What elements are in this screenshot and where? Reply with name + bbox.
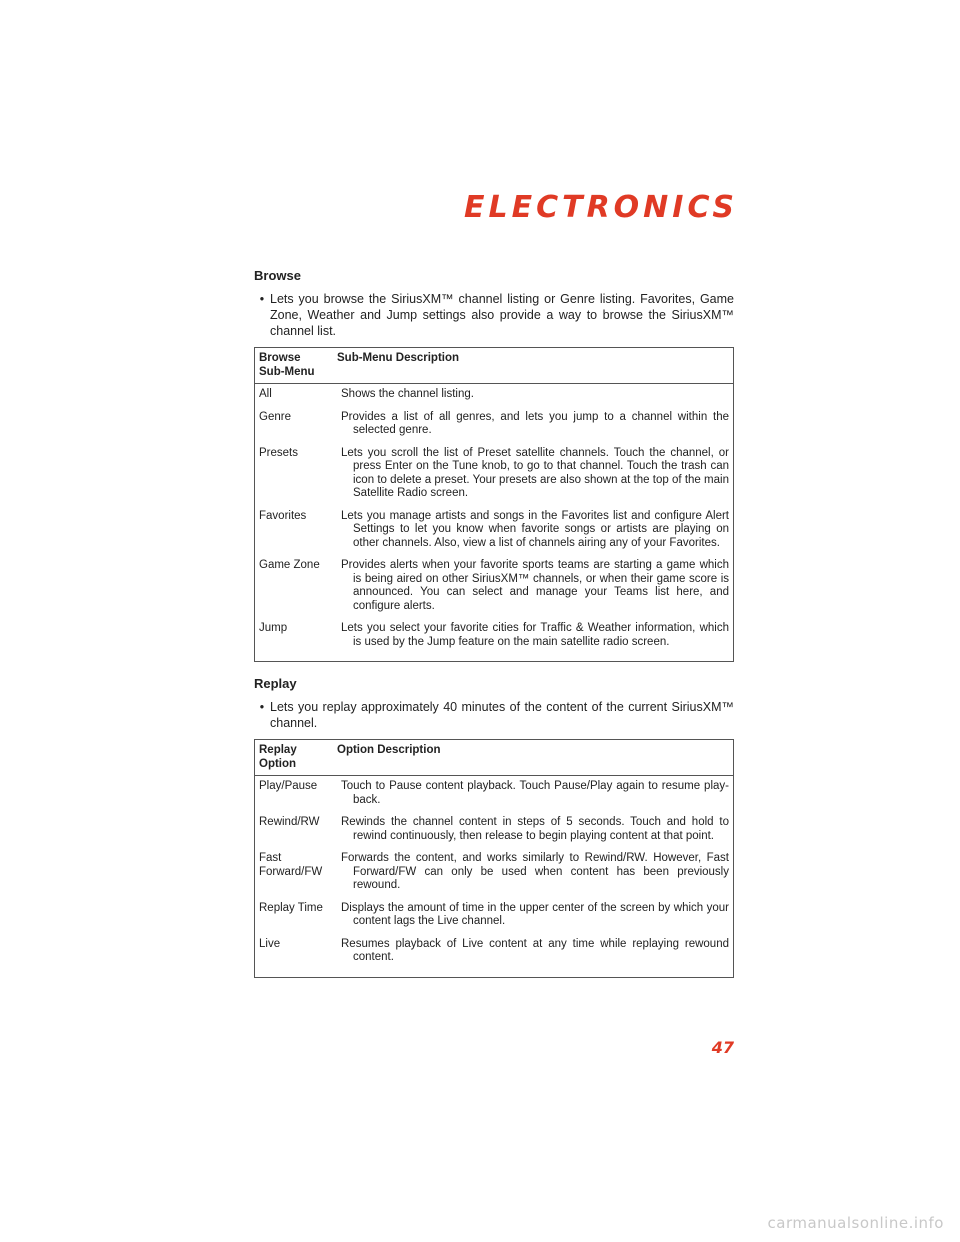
browse-table: Browse Sub-Menu Sub-Menu Description All… (254, 347, 734, 662)
row-description: Provides a list of all genres, and lets … (333, 407, 734, 443)
row-description: Resumes playback of Live content at any … (333, 934, 734, 978)
page-content: Browse • Lets you browse the SiriusXM™ ch… (254, 268, 734, 978)
browse-heading: Browse (254, 268, 301, 283)
row-description: Forwards the content, and works similarl… (333, 848, 734, 898)
row-description-text: Lets you manage artists and songs in the… (341, 509, 729, 549)
row-name: Live (259, 937, 281, 950)
table-row: All Shows the channel listing. (255, 384, 734, 407)
row-description-text: Forwards the content, and works similarl… (341, 852, 729, 891)
replay-bullet-text: Lets you replay approximately 40 minutes… (270, 700, 734, 730)
row-description-text: Lets you scroll the list of Preset satel… (341, 446, 729, 500)
row-description-text: Provides a list of all genres, and lets … (341, 410, 729, 437)
row-description: Shows the channel listing. (333, 384, 734, 407)
row-description-text: Shows the channel listing. (341, 388, 474, 400)
replay-heading: Replay (254, 676, 297, 691)
row-description: Displays the amount of time in the upper… (333, 898, 734, 934)
table-row: Game Zone Provides alerts when your favo… (255, 555, 734, 618)
table-header-row: Replay Option Option Description (254, 740, 734, 776)
table-row: Live Resumes playback of Live content at… (255, 934, 734, 978)
table-row: Jump Lets you select your favorite citie… (255, 618, 734, 662)
row-name: Jump (259, 622, 288, 634)
table-row: Favorites Lets you manage artists and so… (255, 506, 734, 556)
row-name: Game Zone (259, 559, 320, 571)
row-name: Rewind/RW (259, 816, 320, 828)
row-description: Lets you select your favorite cities for… (333, 618, 734, 662)
row-description: Rewinds the channel content in steps of … (333, 812, 734, 848)
column-header-description: Option Description (337, 744, 441, 756)
bullet-icon: • (259, 292, 265, 306)
browse-bullet: • Lets you browse the SiriusXM™ channel l… (254, 291, 734, 339)
row-name: Play/Pause (259, 780, 318, 792)
replay-bullet: • Lets you replay approximately 40 minute… (254, 699, 734, 731)
bullet-icon: • (259, 700, 265, 714)
browse-bullet-text: Lets you browse the SiriusXM™ channel li… (270, 292, 734, 338)
column-header-submenu: Browse Sub-Menu (259, 352, 315, 378)
row-description-text: Resumes playback of Live content at any … (341, 937, 729, 964)
row-description-text: Provides alerts when your favorite sport… (341, 559, 729, 612)
row-description-text: Lets you select your favorite cities for… (341, 622, 729, 648)
row-description-text: Displays the amount of time in the upper… (341, 901, 729, 928)
watermark: carmanualsonline.info (767, 1214, 944, 1232)
row-description-text: Touch to Pause content playback. Touch P… (341, 780, 729, 806)
replay-table: Replay Option Option Description Play/Pa… (254, 739, 734, 978)
row-name: Genre (259, 410, 291, 423)
row-name: Replay Time (259, 901, 323, 914)
row-name: Fast Forward/FW (259, 852, 323, 878)
row-name: Presets (259, 446, 298, 459)
row-description-text: Rewinds the channel content in steps of … (341, 816, 729, 842)
table-row: Fast Forward/FW Forwards the content, an… (255, 848, 734, 898)
row-description: Lets you manage artists and songs in the… (333, 506, 734, 556)
table-header-row: Browse Sub-Menu Sub-Menu Description (254, 348, 734, 384)
row-name: Favorites (259, 509, 307, 522)
table-row: Replay Time Displays the amount of time … (255, 898, 734, 934)
column-header-option: Replay Option (259, 744, 297, 770)
table-row: Play/Pause Touch to Pause content playba… (255, 776, 734, 813)
row-description: Provides alerts when your favorite sport… (333, 555, 734, 618)
table-row: Rewind/RW Rewinds the channel content in… (255, 812, 734, 848)
section-title: ELECTRONICS (463, 190, 738, 225)
table-row: Genre Provides a list of all genres, and… (255, 407, 734, 443)
row-name: All (259, 388, 272, 400)
page-number: 47 (711, 1038, 734, 1057)
spacer (254, 662, 734, 676)
row-description: Lets you scroll the list of Preset satel… (333, 443, 734, 506)
row-description: Touch to Pause content playback. Touch P… (333, 776, 734, 813)
table-row: Presets Lets you scroll the list of Pres… (255, 443, 734, 506)
column-header-description: Sub-Menu Description (337, 352, 460, 364)
